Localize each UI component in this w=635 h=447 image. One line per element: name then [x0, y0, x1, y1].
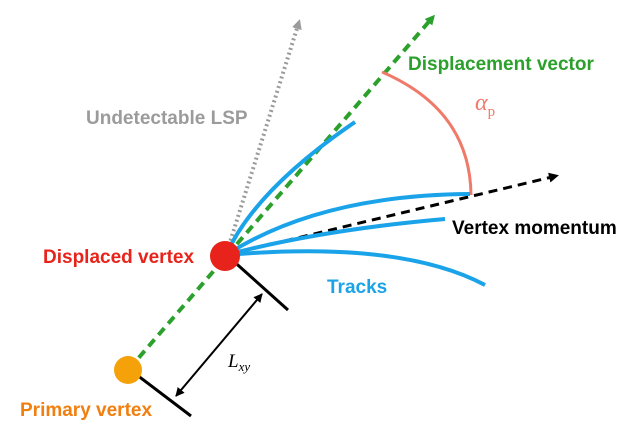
displaced-vertex-dot	[210, 241, 240, 271]
tracks-label: Tracks	[327, 277, 387, 298]
vertex-momentum-label: Vertex momentum	[452, 218, 617, 239]
alpha-symbol: α	[475, 90, 488, 116]
undetectable-lsp-label: Undetectable LSP	[86, 108, 248, 129]
lxy-double-arrow	[175, 293, 263, 397]
lxy-tick-displaced	[228, 256, 290, 312]
displacement-vector-arrow	[127, 14, 435, 371]
primary-vertex-label: Primary vertex	[20, 400, 152, 421]
track-1	[224, 120, 357, 256]
undetectable-lsp-arrow	[224, 19, 302, 256]
lxy-label: Lxy	[227, 351, 250, 374]
track-4	[225, 249, 486, 287]
displacement-vector-label: Displacement vector	[408, 54, 594, 75]
displaced-vertex-label: Displaced vertex	[43, 247, 194, 268]
alpha-angle-arc	[381, 70, 473, 196]
alpha-subscript: p	[488, 104, 496, 120]
lxy-symbol: L	[227, 351, 239, 372]
alpha-p-label: αp	[475, 90, 495, 120]
lxy-subscript: xy	[238, 359, 251, 374]
vertex-momentum-arrow	[225, 172, 559, 257]
lxy-tick-primary	[132, 370, 192, 418]
track-3	[225, 217, 446, 257]
primary-vertex-dot	[114, 356, 142, 384]
track-2	[224, 192, 471, 257]
